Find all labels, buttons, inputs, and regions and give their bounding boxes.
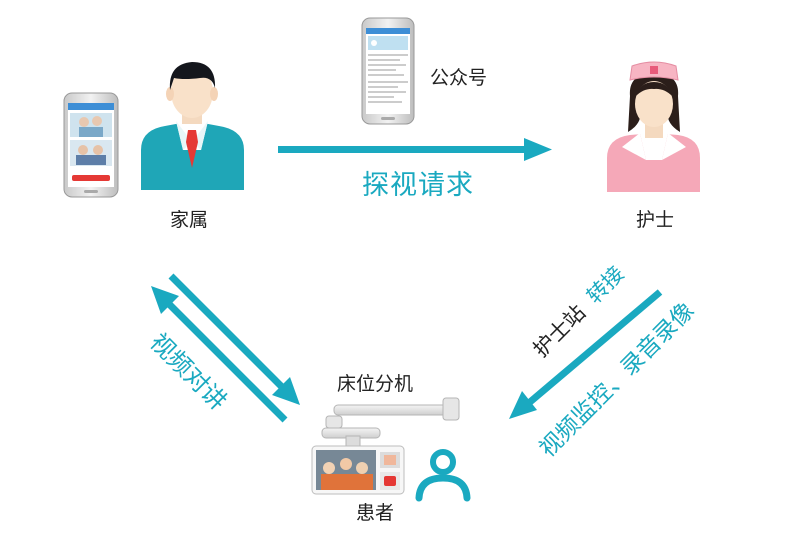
- public-account-phone-image: [361, 17, 415, 125]
- video-call-arrow-up: [151, 286, 288, 423]
- bedside-unit-image: [311, 397, 460, 495]
- nurse-to-bedside-arrow: [509, 289, 663, 419]
- family-label: 家属: [170, 209, 209, 231]
- patient-person-icon: [415, 449, 471, 502]
- bedside-unit-label: 床位分机: [337, 373, 414, 395]
- family-phone-image: [63, 92, 119, 198]
- visit-request-arrow: [278, 138, 552, 161]
- video-call-arrow-down: [168, 273, 300, 405]
- family-person-icon: [141, 62, 244, 190]
- patient-label: 患者: [356, 502, 395, 524]
- visit-request-label: 探视请求: [362, 170, 474, 201]
- nurse-label: 护士: [636, 209, 675, 231]
- public-account-label: 公众号: [430, 67, 488, 89]
- nurse-person-icon: [607, 61, 700, 192]
